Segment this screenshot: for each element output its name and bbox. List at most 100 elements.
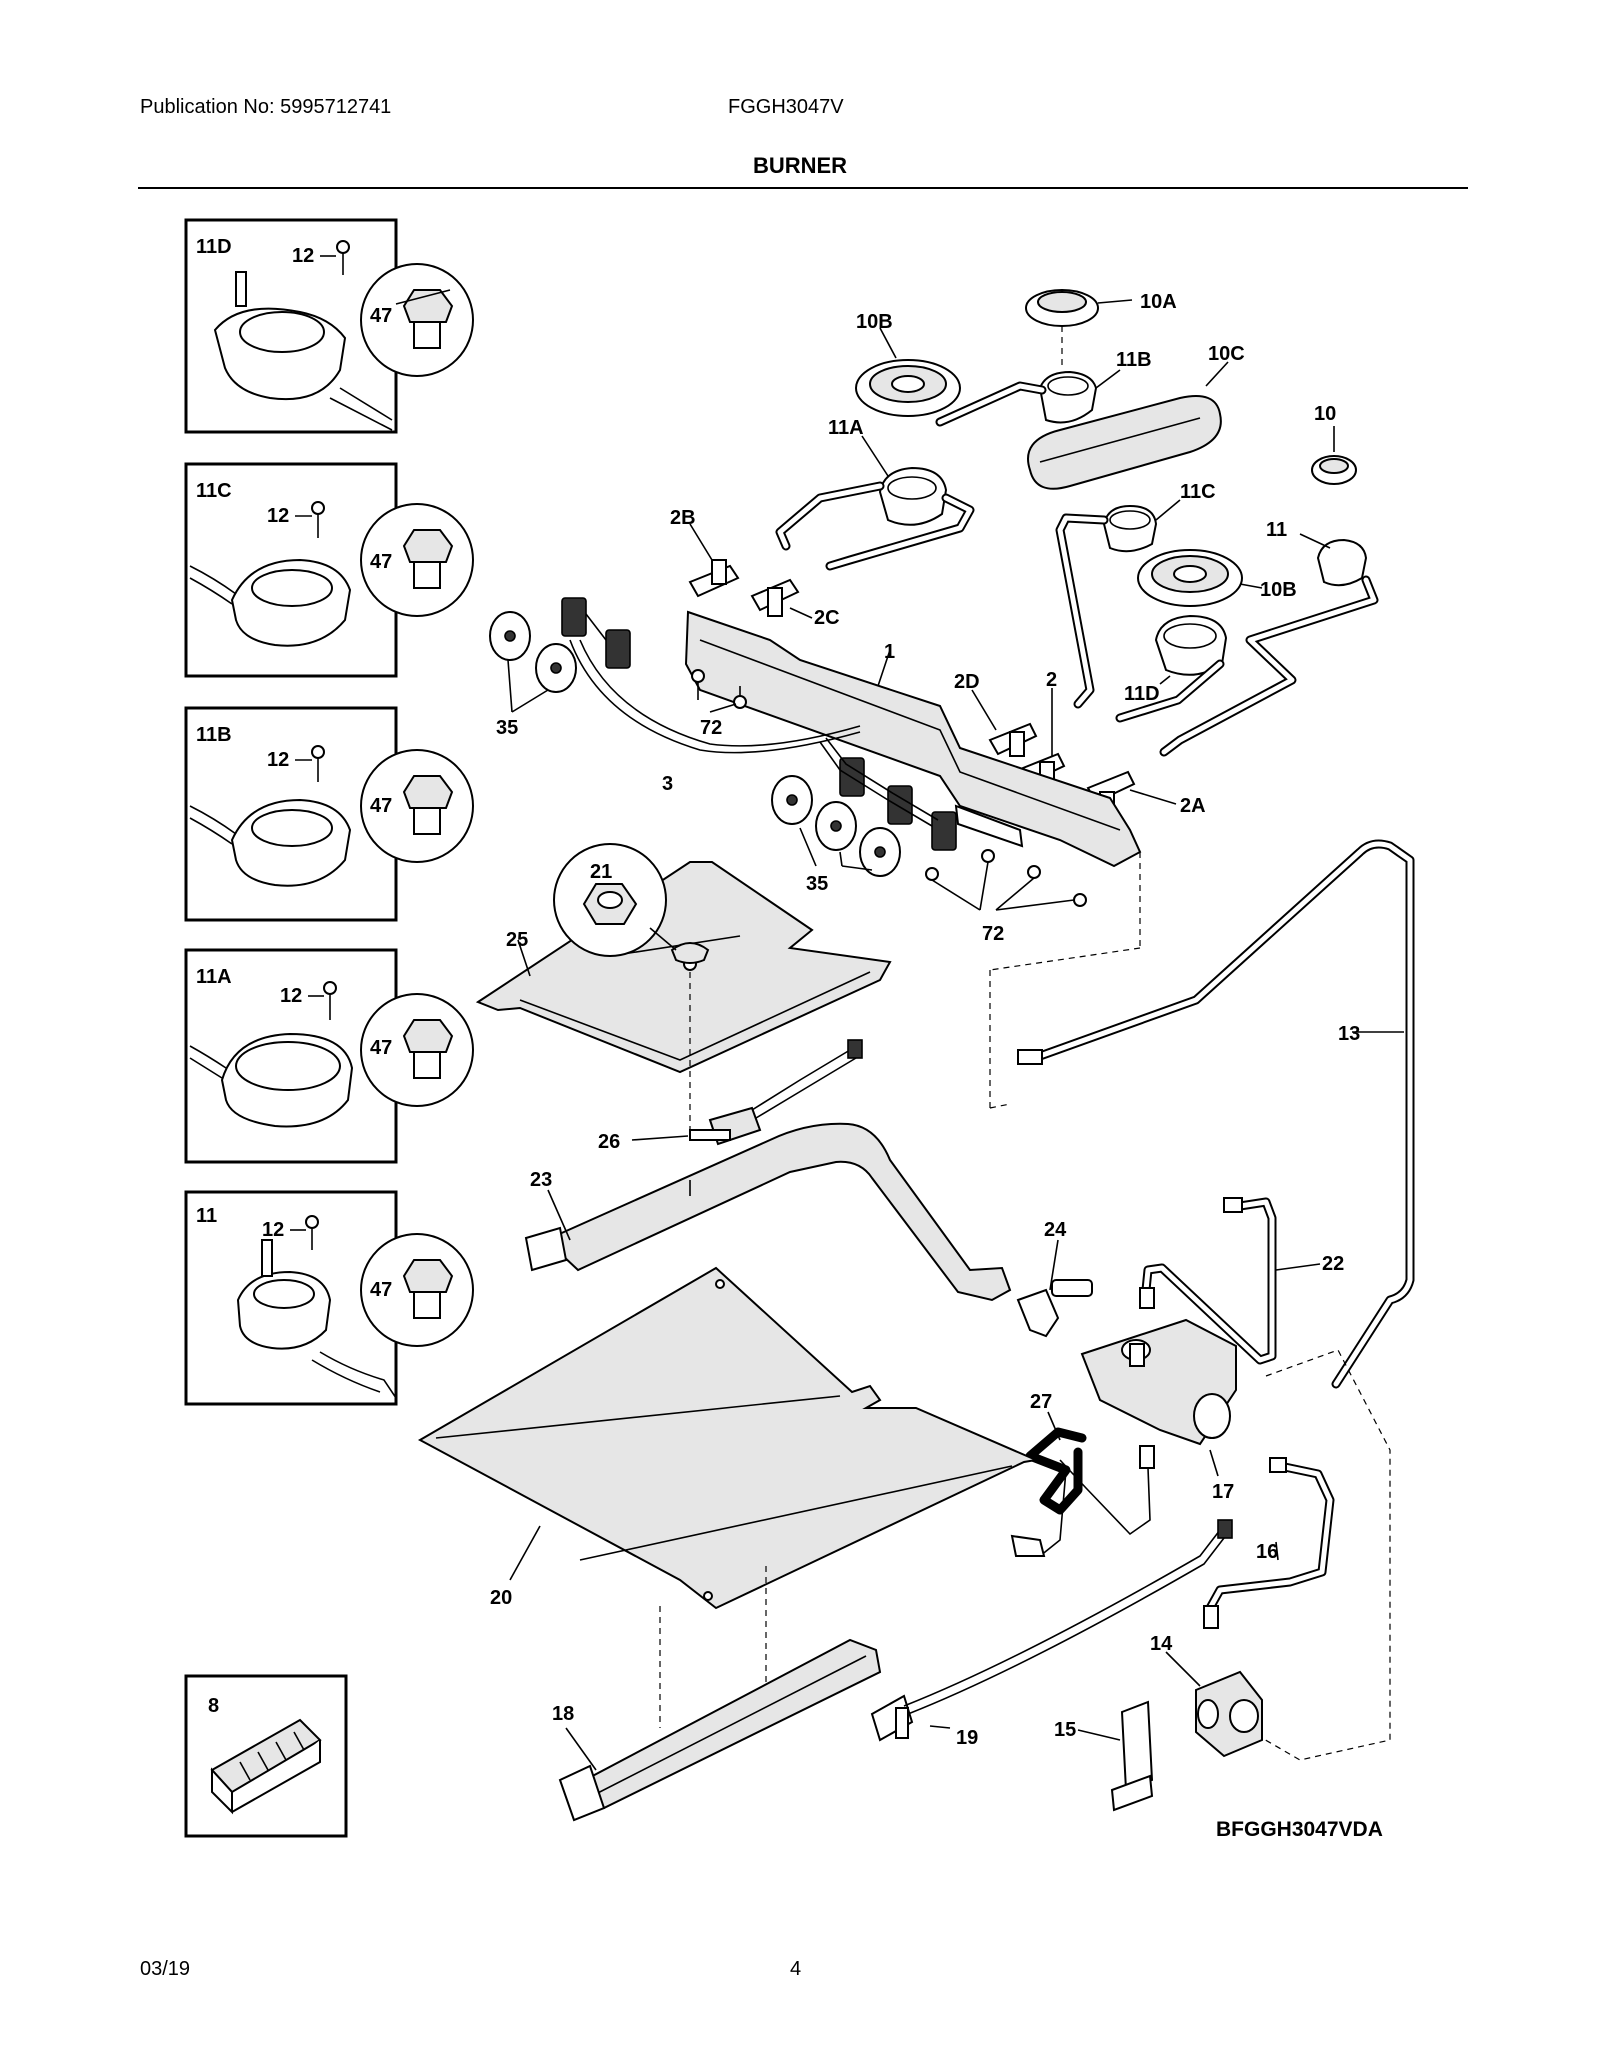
screws-72-bottom (925, 849, 1087, 911)
screw-label: 12 (262, 1219, 284, 1241)
cap-label: 47 (370, 1037, 392, 1059)
publication-number: Publication No: 5995712741 (140, 96, 392, 118)
griddle-burner-10C (1027, 361, 1229, 490)
screw-label: 12 (267, 505, 289, 527)
inset-11: 11 12 47 (184, 1190, 474, 1406)
cap-label: 47 (370, 305, 392, 327)
burner-head-10B-mid (1137, 549, 1263, 607)
module-front (231, 1740, 321, 1813)
inset-label: 11C (196, 480, 232, 502)
orifice-body (413, 561, 441, 589)
diagram-code: BFGGH3047VDA (1216, 1818, 1383, 1841)
oven-valve-17 (1080, 1318, 1237, 1477)
callout-16: 16 (1256, 1541, 1278, 1563)
page-title: BURNER (752, 153, 848, 178)
orifice-cap-icon (402, 529, 454, 563)
leader (395, 289, 451, 305)
igniter-26 (631, 1039, 863, 1146)
callout-3: 3 (662, 773, 673, 795)
callout-15: 15 (1054, 1719, 1076, 1741)
terminal (257, 1751, 269, 1771)
callout-27: 27 (1030, 1391, 1052, 1413)
supply-tube (311, 1359, 381, 1393)
burner-bowl (251, 809, 333, 847)
assembly-line (989, 947, 1141, 971)
callout-23: 23 (530, 1169, 552, 1191)
burner-bowl (253, 1279, 315, 1309)
callout-19: 19 (956, 1727, 978, 1749)
valve-2C (750, 578, 813, 619)
cap-label: 47 (370, 795, 392, 817)
burner-base-11 (1299, 533, 1368, 587)
burner-bowl (239, 311, 325, 353)
burner-base-11B (1038, 369, 1121, 424)
callout-2D: 2D (954, 671, 980, 693)
callout-11: 11 (1266, 519, 1287, 541)
supply-tube (339, 387, 393, 421)
callout-11C: 11C (1180, 481, 1216, 503)
inset-11D: 11D 12 47 (184, 218, 474, 434)
callout-72-bottom: 72 (982, 923, 1004, 945)
burner-cap-10 (1311, 426, 1357, 485)
callout-17: 17 (1212, 1481, 1234, 1503)
supply-tube (189, 565, 237, 595)
cap-label: 47 (370, 551, 392, 573)
cap-label: 47 (370, 1279, 392, 1301)
electrode-post (261, 1239, 273, 1277)
callout-13: 13 (1338, 1023, 1360, 1045)
terminal (239, 1761, 251, 1781)
screw-label: 12 (280, 985, 302, 1007)
orifice-cap-icon (402, 1259, 454, 1293)
callout-24: 24 (1044, 1219, 1067, 1241)
tube-27 (1010, 1411, 1155, 1557)
burner-bowl (251, 569, 333, 607)
supply-tube (189, 577, 233, 605)
inset-11B: 11B 12 47 (184, 706, 474, 922)
supply-tube (189, 805, 237, 835)
orifice-holder-24 (1016, 1239, 1093, 1338)
inset-label: 11D (196, 236, 232, 258)
assembly-line (989, 1103, 1011, 1109)
screw-12-icon (311, 501, 325, 515)
nut-detail-21 (553, 843, 677, 957)
orifice-body (413, 321, 441, 349)
supply-tube (329, 397, 393, 431)
igniter-switch-harness-bottom (819, 737, 1024, 851)
callout-2A: 2A (1180, 795, 1206, 817)
inset-11C: 11C 12 47 (184, 462, 474, 678)
tube-22 (1139, 1197, 1321, 1365)
manifold-1 (684, 610, 1142, 868)
inset-label: 8 (208, 1695, 219, 1717)
callout-11D: 11D (1124, 683, 1160, 705)
title-rule (138, 187, 1468, 189)
orifice-cap-icon (402, 1019, 454, 1053)
bracket-15 (1077, 1700, 1154, 1812)
burner-head-10B-top (855, 327, 961, 417)
callout-22: 22 (1322, 1253, 1344, 1275)
switch-knob-35-top (489, 611, 577, 713)
supply-tube (319, 1351, 397, 1399)
orifice-cap-icon (402, 289, 454, 323)
terminal (293, 1731, 305, 1751)
burner-base-11C (1102, 499, 1181, 553)
orifice-body (413, 1051, 441, 1079)
callout-10B: 10B (856, 311, 893, 333)
inset-label: 11A (196, 966, 232, 988)
supply-tube (189, 1057, 223, 1079)
burner-base-11D (1154, 614, 1228, 685)
inset-label: 11 (196, 1205, 217, 1227)
callout-11B: 11B (1116, 349, 1152, 371)
inset-label: 11B (196, 724, 232, 746)
callout-21: 21 (590, 861, 612, 883)
oven-burner-18 (558, 1638, 882, 1822)
screw-12-icon (305, 1215, 319, 1229)
burner-supply-tubes (775, 381, 1379, 757)
assembly-line (1261, 1349, 1391, 1761)
screw-12-icon (311, 745, 325, 759)
burner-baffle-25 (475, 861, 892, 1132)
orifice-cap-icon (402, 775, 454, 809)
callout-1: 1 (884, 641, 895, 663)
callout-25: 25 (506, 929, 528, 951)
page-number: 4 (790, 1958, 802, 1980)
callout-10B-mid: 10B (1260, 579, 1297, 601)
